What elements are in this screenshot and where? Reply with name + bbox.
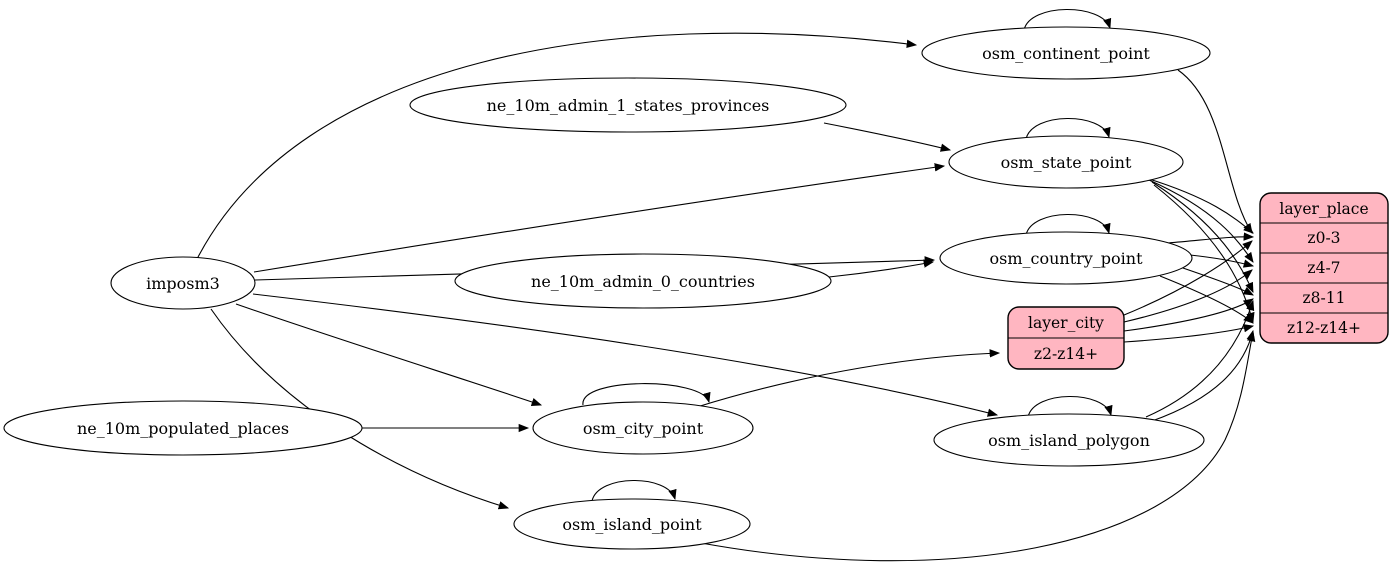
node-osm_country_point-label: osm_country_point bbox=[989, 249, 1143, 268]
edge-imposm3-to-osm_island_polygon bbox=[252, 293, 999, 417]
edge-imposm3-to-osm_continent_point bbox=[196, 32, 918, 260]
node-osm_state_point: osm_state_point bbox=[948, 135, 1184, 189]
edge-layer_city-to-layer_place-z12-z14 bbox=[1123, 324, 1255, 343]
record-layer_place-header: layer_place bbox=[1279, 200, 1368, 218]
edge-ne_10m_admin_1_states_provinces-to-osm_state_point bbox=[823, 122, 952, 152]
edge-imposm3-to-osm_city_point bbox=[235, 303, 543, 406]
node-osm_country_point-shape bbox=[939, 231, 1193, 285]
node-osm_island_point-shape bbox=[513, 498, 751, 550]
record-layer_place: layer_place z0-3 z4-7 z8-11 z12-z14+ bbox=[1259, 192, 1389, 344]
node-osm_island_polygon-shape bbox=[933, 413, 1205, 467]
edge-osm_state_point-to-layer_place-z4-7 bbox=[1148, 179, 1254, 263]
node-osm_city_point-label: osm_city_point bbox=[583, 419, 704, 438]
node-osm_state_point-shape bbox=[948, 135, 1184, 189]
record-layer_place-row-z8-11: z8-11 bbox=[1303, 289, 1346, 307]
edge-osm_island_point-to-layer_place-z12-z14 bbox=[700, 330, 1256, 562]
node-imposm3: imposm3 bbox=[110, 256, 256, 310]
edge-ne_10m_admin_0_countries-to-osm_country_point bbox=[828, 259, 935, 278]
node-ne_10m_populated_places: ne_10m_populated_places bbox=[3, 400, 363, 456]
record-layer_place-row-z0-3: z0-3 bbox=[1307, 229, 1340, 247]
node-ne_10m_admin_0_countries-label: ne_10m_admin_0_countries bbox=[531, 272, 755, 291]
edge-osm_state_point-to-layer_place-z8-11 bbox=[1151, 181, 1254, 293]
record-layer_city: layer_city z2-z14+ bbox=[1007, 306, 1125, 370]
record-layer_place-row-z12-z14: z12-z14+ bbox=[1287, 319, 1361, 337]
edge-layer_city-to-layer_place-z0-3 bbox=[1123, 240, 1253, 316]
node-osm_country_point: osm_country_point bbox=[939, 231, 1193, 285]
edge-osm_country_point-to-layer_place-z8-11 bbox=[1179, 266, 1254, 296]
node-osm_island_polygon: osm_island_polygon bbox=[933, 413, 1205, 467]
edge-layer_city-to-layer_place-z4-7 bbox=[1123, 269, 1253, 323]
record-layer_place-row-z4-7: z4-7 bbox=[1307, 259, 1340, 277]
node-osm_continent_point-shape bbox=[921, 26, 1211, 80]
node-osm_city_point: osm_city_point bbox=[532, 401, 754, 455]
node-osm_state_point-label: osm_state_point bbox=[1001, 153, 1132, 172]
edge-selfloop-osm_island_point bbox=[591, 479, 677, 502]
edge-selfloop-osm_continent_point bbox=[1023, 8, 1112, 31]
edge-selfloop-osm_country_point bbox=[1025, 213, 1111, 236]
node-ne_10m_admin_1_states_provinces-label: ne_10m_admin_1_states_provinces bbox=[487, 96, 770, 115]
node-imposm3-shape bbox=[110, 256, 256, 310]
node-ne_10m_admin_0_countries-shape bbox=[454, 253, 832, 309]
edge-selfloop-osm_island_polygon bbox=[1027, 395, 1113, 418]
record-layer_city-header: layer_city bbox=[1028, 314, 1104, 332]
edge-osm_island_polygon-to-layer_place-z8-11 bbox=[1145, 299, 1255, 418]
edge-osm_state_point-to-layer_place-z0-3 bbox=[1145, 177, 1254, 234]
node-ne_10m_populated_places-shape bbox=[3, 400, 363, 456]
node-ne_10m_populated_places-label: ne_10m_populated_places bbox=[77, 419, 289, 438]
node-ne_10m_admin_1_states_provinces: ne_10m_admin_1_states_provinces bbox=[409, 77, 847, 133]
node-osm_continent_point: osm_continent_point bbox=[921, 26, 1211, 80]
edge-selfloop-osm_city_point bbox=[582, 383, 711, 406]
edge-osm_city_point-to-layer_city-z2-z14 bbox=[696, 349, 1001, 408]
edge-osm_country_point-to-layer_place-z0-3 bbox=[1167, 232, 1255, 244]
edge-osm_continent_point-to-layer_place-z0-3 bbox=[1177, 69, 1253, 234]
node-osm_continent_point-label: osm_continent_point bbox=[982, 44, 1150, 63]
edge-osm_country_point-to-layer_place-z12-z14 bbox=[1159, 275, 1254, 324]
node-osm_island_polygon-label: osm_island_polygon bbox=[988, 431, 1150, 450]
node-ne_10m_admin_0_countries: ne_10m_admin_0_countries bbox=[454, 253, 832, 309]
record-layer_city-row-z2-z14: z2-z14+ bbox=[1034, 345, 1098, 363]
record-layer_place-box bbox=[1259, 192, 1389, 344]
edge-osm_country_point-to-layer_place-z4-7 bbox=[1189, 254, 1255, 268]
edge-selfloop-osm_state_point bbox=[1025, 117, 1111, 140]
edge-imposm3-to-osm_state_point bbox=[253, 163, 946, 273]
node-osm_city_point-shape bbox=[532, 401, 754, 455]
node-ne_10m_admin_1_states_provinces-shape bbox=[409, 77, 847, 133]
node-osm_island_point: osm_island_point bbox=[513, 498, 751, 550]
node-osm_island_point-label: osm_island_point bbox=[562, 515, 702, 534]
node-imposm3-label: imposm3 bbox=[146, 274, 220, 293]
